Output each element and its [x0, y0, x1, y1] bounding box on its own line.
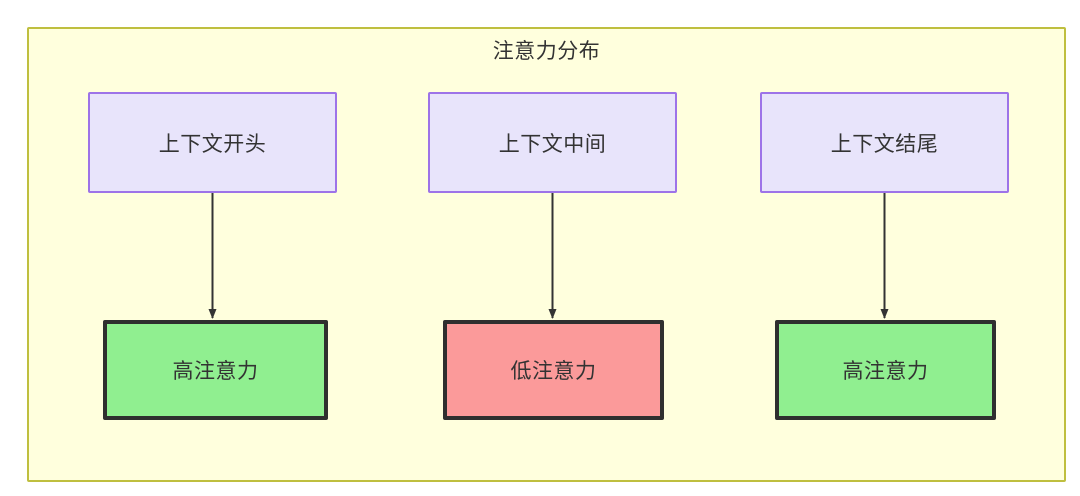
subgraph-title: 注意力分布 [492, 40, 601, 63]
node-high-attention-end[interactable]: 高注意力 [775, 320, 996, 420]
node-low-attention-middle[interactable]: 低注意力 [443, 320, 664, 420]
node-high-attention-start[interactable]: 高注意力 [103, 320, 328, 420]
node-context-beginning[interactable]: 上下文开头 [88, 92, 337, 193]
node-context-middle[interactable]: 上下文中间 [428, 92, 677, 193]
node-context-end[interactable]: 上下文结尾 [760, 92, 1009, 193]
